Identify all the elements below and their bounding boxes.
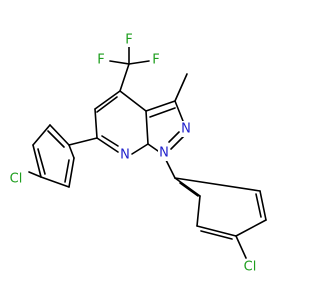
fluorine-right-label: F [152, 53, 159, 68]
molecule-canvas: F F F N N N Cl Cl [6, 31, 267, 275]
bond-ar2-c1-c2-double [179, 182, 199, 197]
bond-ar1-c6-c1 [68, 144, 75, 159]
bond-n1-c7a [147, 143, 159, 152]
label-backdrop-f-left [96, 52, 107, 68]
bond-c-f-left [109, 60, 130, 65]
label-backdrop-cl-bottom [240, 259, 260, 275]
bond-ar1-c5-c6-double [64, 159, 70, 183]
nitrogen-pyridine-label: N [120, 148, 130, 163]
structure-diagram: F F F N N N Cl Cl [6, 31, 267, 275]
bond-ar2-cl [235, 235, 247, 259]
bond-ar1-c3-c4-double [37, 148, 46, 175]
bond-ar2-c2-c3 [196, 195, 201, 227]
label-backdrop-n1 [158, 145, 170, 161]
label-backdrop-f-top [124, 31, 135, 47]
nitrogen-pyrazole-2-label: N [181, 122, 191, 137]
bond-c5-c6 [94, 108, 98, 139]
bond-n1-aryl [165, 159, 176, 179]
bond-n2-n1-double [168, 131, 180, 143]
bond-ar1-c3-c4 [32, 144, 42, 178]
label-backdrop-n-pyridine [119, 147, 131, 163]
chlorine-left-label: Cl [10, 172, 23, 187]
bond-c3a-c3-double [149, 107, 176, 118]
bond-c-f-right [128, 60, 150, 65]
bond-c4-c5 [94, 90, 121, 110]
label-backdrop-f-right [151, 52, 162, 68]
bond-c6-n7-double [101, 135, 119, 147]
chlorine-bottom-label: Cl [244, 260, 257, 275]
bond-c4-c5-double [96, 96, 118, 113]
bond-ar1-c2-c3 [32, 124, 51, 146]
bond-ar2-c5-c6-double [255, 193, 262, 218]
bond-c3a-c4 [119, 90, 147, 112]
nitrogen-pyrazole-1-label: N [159, 146, 169, 161]
bond-ar2-c6-c1 [174, 177, 261, 192]
bond-ar2-c3-c4 [196, 225, 237, 237]
label-backdrop-n2 [180, 121, 192, 137]
bond-n7-c7a [131, 143, 149, 155]
bond-ar1-c5-c6 [68, 157, 75, 188]
label-backdrop-cl-left [6, 171, 26, 187]
atom-label-layer: F F F N N N Cl Cl [6, 31, 260, 275]
fluorine-left-label: F [97, 53, 104, 68]
bond-c7a-c3a [145, 110, 149, 145]
bond-ar1-c1-c2-double [47, 130, 65, 148]
bond-ar2-c4-c5 [235, 219, 267, 237]
bond-c3-methyl [174, 73, 188, 102]
bond-ar1-c4-c5 [40, 176, 70, 188]
bond-c3-n2 [174, 100, 184, 122]
bond-ar1-cl [28, 171, 42, 178]
bond-ar1-c1-c2 [49, 124, 70, 146]
bond-layer [28, 43, 267, 259]
bond-n2-n1 [170, 135, 185, 150]
bond-ar2-c5-c6 [259, 190, 267, 221]
bond-cf3-c4 [119, 63, 130, 92]
bond-c6-aryl [68, 137, 98, 146]
bond-ar2-c3-c4-double [200, 230, 233, 240]
bond-c6-n7 [96, 137, 119, 153]
bond-c3a-c3 [145, 100, 176, 112]
bond-ar2-c1-c2 [174, 177, 201, 197]
fluorine-top-label: F [125, 33, 132, 48]
